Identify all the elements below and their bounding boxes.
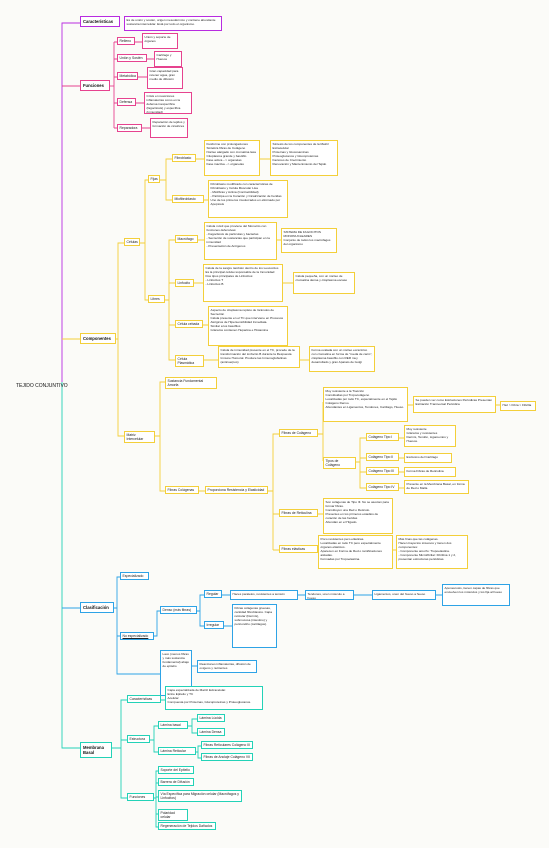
fibras-colagenas-node[interactable]: Fibras Colágenas: [165, 486, 199, 495]
lamina-densa: Lámina Densa: [197, 728, 225, 737]
lamina-basal-node[interactable]: Lámina basal: [158, 721, 188, 730]
regular-note: Aponeurosis, tienen capas de fibras que …: [442, 584, 510, 606]
celulas-node[interactable]: Células: [124, 238, 140, 247]
linfocito-label[interactable]: Linfocito: [175, 279, 194, 288]
fibras-anclaje-col7: Fibras de Anclaje Colágeno VII: [201, 753, 253, 762]
fibras-elasticas-note: Más finas que las colágenas. Hacen traye…: [396, 535, 468, 569]
miofibroblasto-text: Fibroblasto modificado con característic…: [208, 180, 288, 218]
miofibroblasto-label[interactable]: Miofibroblasto: [172, 195, 204, 204]
laxo-text: Reacciones inflamatorias, difusión de ox…: [197, 660, 257, 673]
mb-caracteristicas-node[interactable]: Características: [127, 695, 161, 704]
colageno-tipo-1-text: Muy resistente Gránulos y resistentes De…: [404, 425, 456, 447]
colageno-tipo-3-label[interactable]: Colágeno Tipo III: [366, 467, 399, 476]
celula-cebada-label[interactable]: Célula cebada: [175, 320, 203, 329]
regular-item-2: Tendones, unen músculo a hueso: [305, 590, 354, 600]
mb-funcion-regeneracion: Regeneración de Tejidos Dañados: [158, 822, 216, 831]
funcion-defensa-label[interactable]: Defensa: [117, 98, 136, 107]
mb-estructura-node[interactable]: Estructura: [127, 735, 150, 744]
funcion-metabolica-label[interactable]: Metabólica: [117, 72, 138, 81]
mb-caracteristicas-text: Capa especializada de Matriz Extracelula…: [165, 686, 263, 710]
celula-cebada-text: Aspecto de citoplasma repleto de Gránulo…: [208, 306, 288, 346]
especializado-node[interactable]: Especializado: [120, 572, 149, 581]
componentes-node[interactable]: Componentes: [80, 333, 116, 344]
mb-funciones-node[interactable]: Funciones: [127, 793, 154, 802]
fibras-elasticas-text: Poco resistentes pero elásticas. Localiz…: [318, 535, 393, 569]
funcion-reparadora-text: Reparación de tejidos y formación de cic…: [150, 118, 188, 138]
funcion-union-text: Cartílago y Huesos: [154, 51, 182, 67]
caracteristicas-node[interactable]: Características: [80, 16, 120, 27]
macrofago-label[interactable]: Macrófago: [175, 235, 198, 244]
fibras-colageno-node[interactable]: Fibras de Colágeno: [279, 429, 318, 438]
fibras-reticulares-col3: Fibras Reticulares Colágeno III: [201, 741, 253, 750]
celula-plasmatica-text: Célula de inmunidad presente en el TC, p…: [218, 346, 300, 368]
no-especializado-node[interactable]: No especializado: [120, 632, 154, 641]
colageno-tipo-4-label[interactable]: Colágeno Tipo IV: [366, 483, 399, 492]
membrana-basal-node[interactable]: Membrana Basal: [80, 742, 112, 758]
lamina-lucida: Lámina Lúcida: [197, 714, 225, 723]
regular-item-3: Ligamentos, unen del hueso a hueso: [372, 590, 436, 600]
colageno-tipo-4-text: Presente en la Membrana Basal, en forma …: [404, 480, 469, 494]
regular-item-1: Haces paralelos, resistentes a tensión: [230, 590, 298, 600]
funcion-defensa-text: Crisis en reacciones inflamatorias como …: [144, 92, 192, 114]
caracteristicas-text: Es de unión y sostén, origen mesodérmico…: [124, 16, 222, 31]
matriz-intercelular-node[interactable]: Matriz Intercelular: [124, 431, 155, 444]
fibroblasto-text: Fusiforme con prolongaciones Sintetiza f…: [204, 140, 260, 176]
fibroblasto-note: Síntesis de los componentes de la Matriz…: [270, 140, 338, 176]
irregular-text: Fibras colágenas gruesas, cantidad fibro…: [232, 604, 277, 648]
fibras-colageno-extra: Haz > Fibra > Fibrilla: [500, 401, 536, 411]
celula-plasmatica-note: Forma ovalada con un núcleo excéntrico c…: [309, 346, 375, 372]
fibras-reticulina-text: Son colágenas de Tipo III. No se asocian…: [323, 498, 393, 534]
colageno-tipo-2-label[interactable]: Colágeno Tipo II: [366, 453, 399, 462]
lamina-reticular-node[interactable]: Lámina Reticular: [158, 747, 196, 756]
funcion-reparadora-label[interactable]: Reparadora: [117, 124, 142, 133]
regular-node[interactable]: Regular: [204, 590, 222, 599]
funcion-relleno-text: Unión y soporte de órganos: [142, 33, 178, 49]
linfocito-note: Célula pequeña, con un núcleo de cromati…: [293, 272, 355, 294]
clasificacion-node[interactable]: Clasificación: [80, 602, 114, 613]
funcion-union-label[interactable]: Unión y Sostén: [117, 54, 147, 63]
funcion-metabolica-text: Gran capacidad para retener agua, gran m…: [147, 67, 183, 89]
linfocito-text: Célula de la sangre también dentro de lo…: [203, 264, 283, 302]
fibras-elasticas-node[interactable]: Fibras elásticas: [279, 545, 318, 554]
celula-plasmatica-label[interactable]: Célula Plasmática: [175, 355, 204, 368]
celulas-fijas-node[interactable]: Fijas: [148, 175, 160, 184]
colageno-tipo-1-label[interactable]: Colágeno Tipo I: [366, 433, 399, 442]
celulas-libres-node[interactable]: Libres: [148, 295, 165, 304]
fibras-reticulina-node[interactable]: Fibras de Reticulina: [279, 509, 318, 518]
macrofago-note: SISTEMA DE FAGOCITOS MONONUCLEARES Conju…: [281, 228, 337, 253]
fibras-colageno-text: Muy resistente a la Tracción Constituida…: [323, 387, 408, 422]
tipos-colageno-node[interactable]: Tipos de Colágeno: [323, 457, 356, 470]
colageno-tipo-2-text: Exclusivo del Cartílago: [404, 453, 452, 463]
funcion-relleno-label[interactable]: Relleno: [117, 37, 135, 46]
irregular-node[interactable]: Irregular: [204, 621, 224, 630]
resistencia-elasticidad-label: Proporciona Resistencia y Elasticidad: [205, 486, 268, 495]
fibras-colageno-note: Se pueden ver como Estriaciones Periódic…: [413, 396, 496, 413]
denso-node[interactable]: Denso (más fibras): [160, 606, 197, 615]
mb-funcion-polaridad: Polaridad celular: [158, 809, 188, 822]
colageno-tipo-3-text: Forma Fibras de Reticulina: [404, 467, 456, 477]
funciones-node[interactable]: Funciones: [80, 80, 110, 91]
root-title: TEJIDO CONJUNTIVO: [16, 383, 68, 389]
macrofago-text: Célula móvil que proviene del Monocito c…: [204, 222, 277, 260]
mb-funcion-barrera: Barrera de Difusión: [158, 778, 194, 787]
mb-funcion-soporte: Soporte del Epitelio: [158, 766, 194, 775]
mb-funcion-migracion: Vía Específica para Migración celular (M…: [158, 790, 242, 803]
sustancia-fundamental-node[interactable]: Sustancia Fundamental Amorfa: [165, 377, 217, 390]
fibroblasto-label[interactable]: Fibroblasto: [172, 154, 196, 163]
